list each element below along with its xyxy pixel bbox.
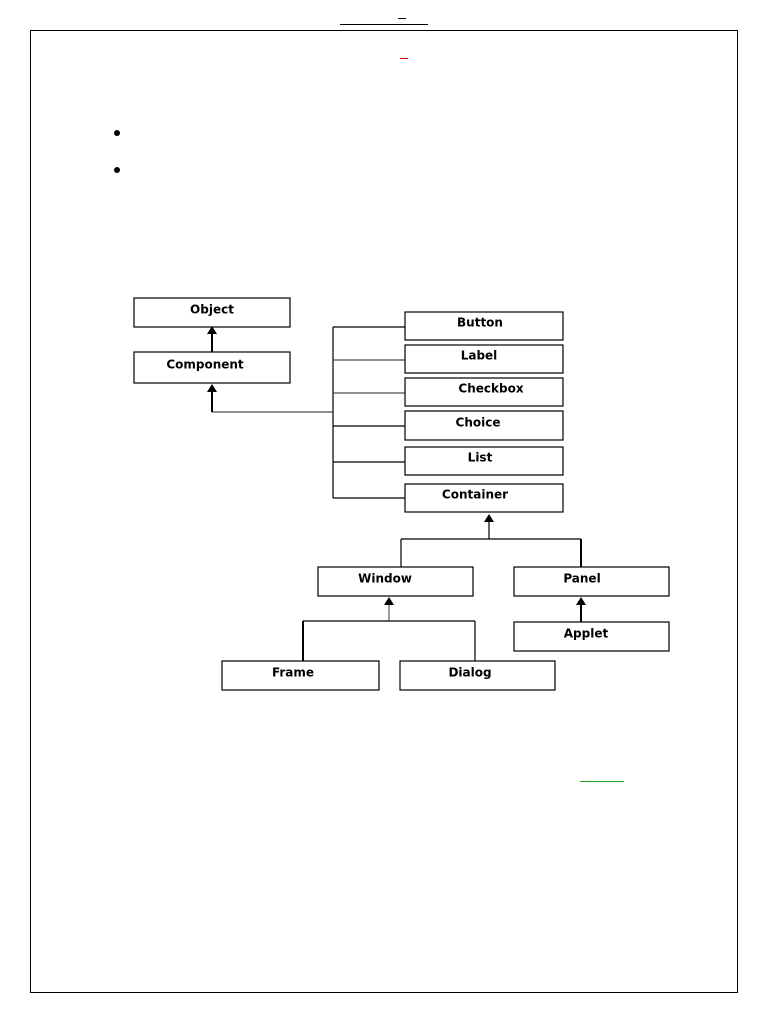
header-rule bbox=[340, 24, 428, 25]
svg-text:Component: Component bbox=[166, 358, 244, 372]
arrowhead-container bbox=[484, 514, 494, 522]
node-choice: Choice bbox=[404, 410, 564, 441]
svg-text:Choice: Choice bbox=[456, 416, 501, 430]
bullet-point-2 bbox=[114, 167, 120, 173]
node-frame: Frame bbox=[221, 660, 380, 691]
node-list: List bbox=[404, 446, 564, 476]
svg-text:Panel: Panel bbox=[563, 572, 600, 586]
diagram-edges bbox=[207, 326, 586, 661]
svg-text:Checkbox: Checkbox bbox=[458, 382, 523, 396]
node-component: Component bbox=[133, 351, 291, 384]
node-container: Container bbox=[404, 483, 564, 513]
svg-text:Applet: Applet bbox=[564, 627, 609, 641]
svg-text:Dialog: Dialog bbox=[448, 666, 491, 680]
svg-text:Label: Label bbox=[461, 349, 498, 363]
bullet-point-1 bbox=[114, 130, 120, 136]
arrowhead-window bbox=[384, 597, 394, 605]
node-button: Button bbox=[404, 311, 564, 341]
arrowhead-object bbox=[207, 326, 217, 334]
node-label: Label bbox=[404, 344, 564, 374]
node-panel: Panel bbox=[513, 566, 670, 597]
hyperlink-underline[interactable] bbox=[580, 781, 624, 782]
svg-text:Object: Object bbox=[190, 303, 234, 317]
page-frame bbox=[30, 30, 738, 993]
svg-text:Container: Container bbox=[442, 488, 508, 502]
svg-text:Window: Window bbox=[358, 572, 412, 586]
arrowhead-component bbox=[207, 384, 217, 392]
svg-text:Button: Button bbox=[457, 316, 503, 330]
node-object: Object bbox=[133, 297, 291, 328]
node-dialog: Dialog bbox=[399, 660, 556, 691]
svg-text:List: List bbox=[468, 451, 493, 465]
arrowhead-panel bbox=[576, 597, 586, 605]
svg-text:Frame: Frame bbox=[272, 666, 314, 680]
node-window: Window bbox=[317, 566, 474, 597]
node-applet: Applet bbox=[513, 621, 670, 652]
red-mark bbox=[400, 58, 408, 59]
header-dash bbox=[398, 18, 406, 19]
node-checkbox: Checkbox bbox=[404, 377, 564, 407]
